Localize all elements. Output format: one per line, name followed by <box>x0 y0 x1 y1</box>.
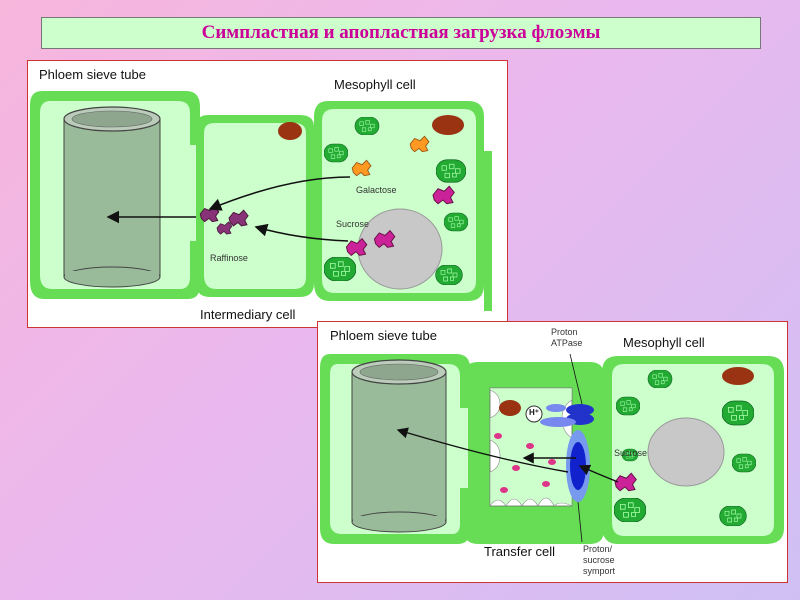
proton-sucrose-symport <box>566 430 590 502</box>
sucrose-arrow <box>578 464 619 483</box>
apoplastic-loading-panel: Phloem sieve tube Mesophyll cell Transfe… <box>317 321 788 583</box>
symport-label-line2: sucrose <box>583 555 615 565</box>
chloroplast <box>436 159 466 183</box>
phloem-sieve-tube-label: Phloem sieve tube <box>39 67 146 82</box>
chloroplast <box>732 453 756 473</box>
chloroplast <box>614 498 646 522</box>
page-title: Симпластная и апопластная загрузка флоэм… <box>201 22 601 43</box>
transfer-cell-label: Transfer cell <box>484 544 556 559</box>
chloroplast <box>616 396 640 416</box>
sieve-tube-cylinder <box>351 359 447 533</box>
intermediary-cell <box>196 115 320 297</box>
raffinose-label: Raffinose <box>210 253 248 263</box>
proton-atpase <box>540 404 594 427</box>
chloroplast <box>435 265 463 285</box>
intermediary-cell-label: Intermediary cell <box>200 307 296 322</box>
phloem-sieve-tube-label: Phloem sieve tube <box>330 328 437 343</box>
chloroplast <box>324 143 348 163</box>
transport-arrow <box>396 427 569 473</box>
mesophyll-cell <box>314 101 492 311</box>
sucrose-label: Sucrose <box>336 219 370 229</box>
chloroplast <box>722 400 754 426</box>
chloroplast <box>719 506 747 526</box>
chloroplast <box>647 370 673 388</box>
chloroplast <box>324 257 356 281</box>
h-plus-ion <box>525 405 543 423</box>
symplastic-loading-panel: Phloem sieve tube Mesophyll cell Interme… <box>27 60 508 328</box>
sieve-tube-cylinder <box>63 106 161 288</box>
symplastic-diagram <box>30 91 492 311</box>
proton-atpase-label-line1: Proton <box>551 327 578 337</box>
symport-label-line3: symport <box>583 566 616 576</box>
symport-label-line1: Proton/ <box>583 544 613 554</box>
apoplastic-diagram <box>320 353 784 544</box>
chloroplast <box>444 212 468 232</box>
mesophyll-cell-label: Mesophyll cell <box>334 77 416 92</box>
proton-atpase-label-line2: ATPase <box>551 338 583 348</box>
mesophyll-cell <box>602 356 784 544</box>
galactose-label: Galactose <box>356 185 397 195</box>
galactose-arrow <box>208 176 351 211</box>
symport-pointer <box>577 501 583 543</box>
title-box: Симпластная и апопластная загрузка флоэм… <box>41 17 761 49</box>
sucrose-label: Sucrose <box>614 448 648 458</box>
h-plus-label: H⁺ <box>529 408 539 417</box>
sucrose-arrow <box>254 223 349 242</box>
atpase-pointer <box>569 353 583 405</box>
chloroplast <box>354 117 380 135</box>
mesophyll-cell-label: Mesophyll cell <box>623 335 705 350</box>
